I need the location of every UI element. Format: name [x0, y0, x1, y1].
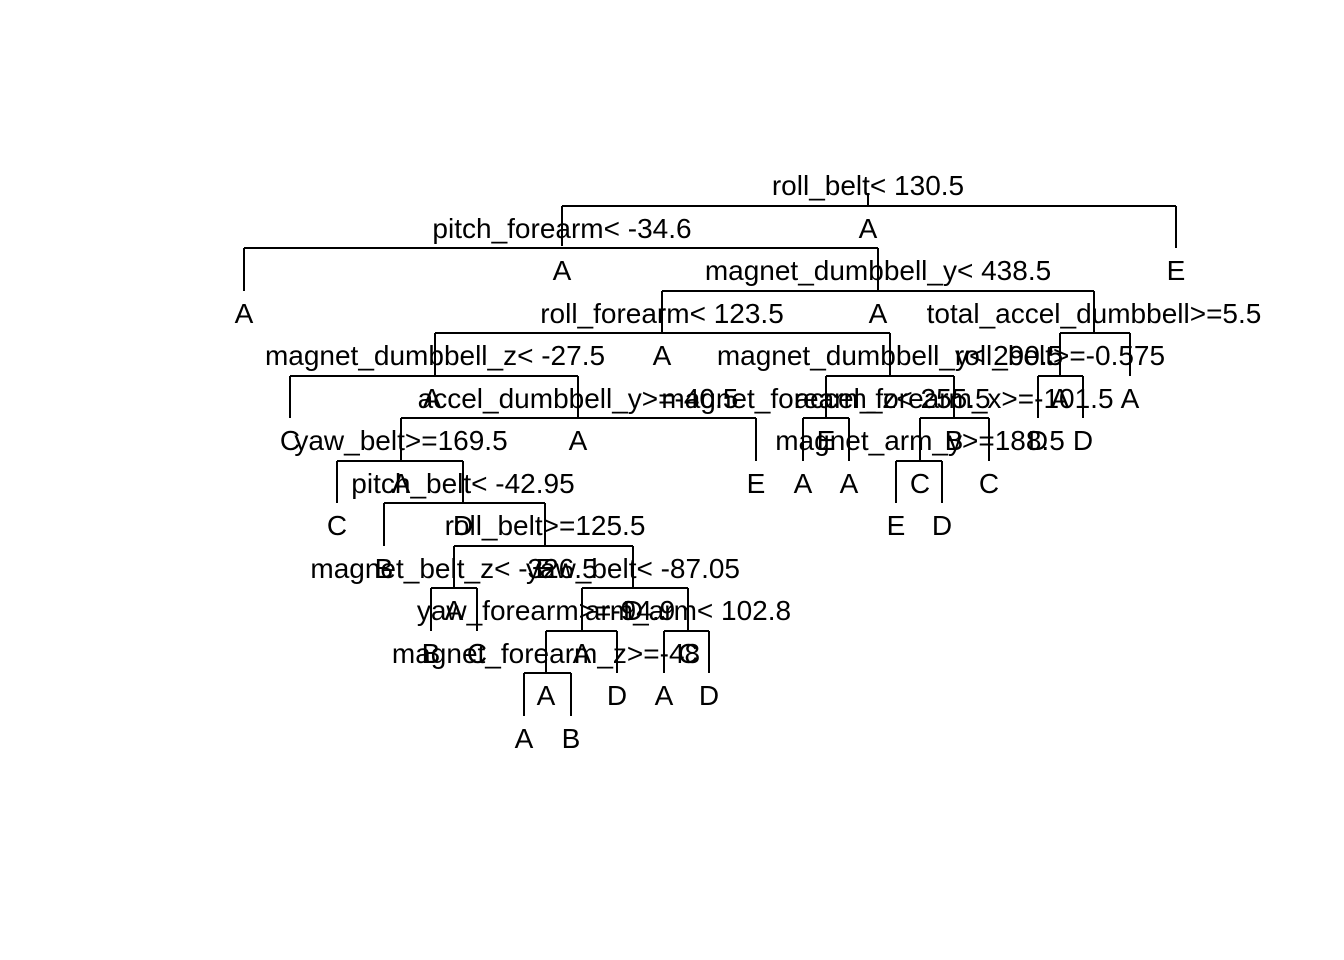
split-label-13: pitch_belt< -42.95: [351, 468, 574, 499]
node-class-label-19: C: [979, 468, 999, 499]
node-class-label-22: D: [453, 510, 473, 541]
node-class-label-23: E: [887, 510, 906, 541]
node-class-label-18: C: [910, 468, 930, 499]
node-class-label-25: B: [375, 553, 394, 584]
node-class-label-35: A: [655, 680, 674, 711]
split-label-0: roll_belt< 130.5: [772, 170, 964, 201]
split-label-6: magnet_dumbbell_y< 290.5: [717, 340, 1063, 371]
node-class-label-20: A: [392, 468, 411, 499]
split-label-11: yaw_belt>=169.5: [294, 425, 507, 456]
node-class-label-5: A: [653, 340, 672, 371]
split-label-17: yaw_forearm>=-94.9: [417, 595, 675, 626]
node-class-label-10: A: [569, 425, 588, 456]
node-class-label-17: A: [840, 468, 859, 499]
split-label-3: total_accel_dumbbell>=5.5: [927, 298, 1262, 329]
node-class-label-29: B: [422, 638, 441, 669]
node-class-label-4: A: [869, 298, 888, 329]
node-class-label-28: D: [623, 595, 643, 626]
node-class-label-26: E: [536, 553, 555, 584]
node-class-label-24: D: [932, 510, 952, 541]
split-label-7: roll_belt>=-0.575: [955, 340, 1165, 371]
node-class-label-21: C: [327, 510, 347, 541]
node-class-label-33: A: [537, 680, 556, 711]
node-class-label-31: A: [573, 638, 592, 669]
node-class-label-27: A: [445, 595, 464, 626]
node-class-label-14: D: [1073, 425, 1093, 456]
node-class-label-8: A: [1121, 383, 1140, 414]
split-label-1: pitch_forearm< -34.6: [432, 213, 691, 244]
node-class-label-9: C: [280, 425, 300, 456]
split-label-18: arm_arm< 102.8: [585, 595, 791, 626]
split-label-9: magnet_forearm_z< 255.5: [661, 383, 990, 414]
node-class-label-37: A: [515, 723, 534, 754]
node-class-label-15: E: [747, 468, 766, 499]
node-class-label-6: A: [423, 383, 442, 414]
split-label-5: magnet_dumbbell_z< -27.5: [265, 340, 605, 371]
node-class-label-13: D: [1028, 425, 1048, 456]
node-class-label-30: C: [467, 638, 487, 669]
node-class-label-3: A: [235, 298, 254, 329]
node-class-label-11: E: [817, 425, 836, 456]
node-class-label-32: C: [678, 638, 698, 669]
node-class-label-38: B: [562, 723, 581, 754]
node-class-label-36: D: [699, 680, 719, 711]
node-class-label-7: A: [1051, 383, 1070, 414]
split-label-8: accel_dumbbell_y>=-40.5: [418, 383, 739, 414]
split-label-15: magnet_belt_z< -326.5: [310, 553, 597, 584]
split-label-16: yaw_belt< -87.05: [526, 553, 740, 584]
node-class-label-0: A: [859, 213, 878, 244]
split-label-2: magnet_dumbbell_y< 438.5: [705, 255, 1051, 286]
split-label-10: accel_forearm_x>=-101.5: [794, 383, 1113, 414]
node-class-label-16: A: [794, 468, 813, 499]
split-label-12: magnet_arm_y>=188.5: [775, 425, 1065, 456]
split-label-4: roll_forearm< 123.5: [540, 298, 784, 329]
node-class-label-34: D: [607, 680, 627, 711]
node-class-label-12: B: [945, 425, 964, 456]
node-class-label-2: E: [1167, 255, 1186, 286]
split-label-14: roll_belt>=125.5: [445, 510, 646, 541]
split-label-19: magnet_forearm_z>=-48: [392, 638, 700, 669]
node-class-label-1: A: [553, 255, 572, 286]
